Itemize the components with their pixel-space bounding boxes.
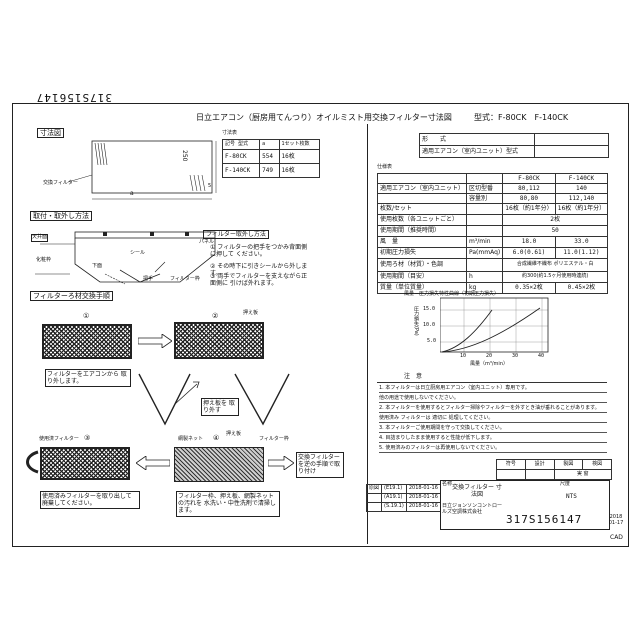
page-title: 日立エアコン（厨房用てんつり）オイルミスト用交換フィルター寸法図 [196,113,452,122]
label-panel: パネル [199,239,215,245]
step2-label: 押え板 [243,310,259,316]
step1-num: ① [83,312,90,320]
step4-text: フィルター枠、押え板、網製ネットの汚れを 水洗い・中性洗剤で清掃します。 [176,491,280,517]
removal-step-3: ③ 両手でフィルターを支えながら正面側に 引けば外れます。 [210,273,308,288]
removal-step-2: ② その時下に引きシールから外します。 [210,263,308,278]
step4-num: ④ [213,434,220,442]
graph-xtick-2: 20 [486,353,493,359]
graph-ytick-2: 10.0 [423,322,436,328]
curve-f140ck [441,307,541,353]
filter-dimension-figure [67,140,217,200]
removal-step-1: ① フィルターの把手をつかみ背面側に押して ください。 [210,244,308,259]
note-2b: 使用済み フィルターは 適切に 処理してください。 [379,415,607,423]
step1-text: フィルターをエアコンから 取り外します。 [45,369,131,388]
label-ceiling: 天井面 [31,234,49,242]
graph-xtick-4: 40 [538,353,545,359]
replace-heading: フィルターろ材交換手順 [30,291,113,302]
zigzag-arrows [138,373,290,426]
label-lower: 下面 [92,263,103,269]
step4-filter [174,447,264,482]
label-tab: 把手 [143,276,154,282]
curve-f80ck [441,309,493,353]
note-1b: 他の用途で使用しないでください。 [379,395,607,403]
step3-num: ③ [84,434,91,442]
company: 日立ジョンソンコントロールズ空調株式会社 [442,503,503,515]
dim-250: 250 [181,150,189,162]
filter-label: 交換フィルター [43,180,78,186]
step4-label-c: フィルター枠 [259,436,289,442]
graph-caption: 風量－圧力損失特性曲線（初期圧力損失） [404,291,500,297]
model-label: 型式：F-80CK F-140CK [474,113,569,122]
note-3: 3. 本フィルターご使用期間を守って交換してください。 [379,425,607,433]
step3-text: 使用済みフィルターを取り出して 廃棄してください。 [40,491,140,510]
note-2: 2. 本フィルターを使用するとフィルター掃除やフィルターを外すとき油が垂れること… [379,405,607,413]
cad-label: CAD [610,534,623,541]
graph-plot [440,297,549,353]
step3-filter [40,447,130,480]
note-5: 5. 使用済みのフィルターは再使用しないでください。 [379,445,607,453]
drawing-number-rotated: 317S156147 [35,91,112,104]
graph-xtick-1: 10 [460,353,467,359]
title-block-approvals: 符号設計製図検図 実 窗 [496,459,612,480]
drawing-frame [12,103,629,547]
removal-subheading: フィルター取外し方法 [203,230,269,240]
arrow-1-to-2 [138,334,172,348]
graph-xtick-3: 30 [512,353,519,359]
graph-ytick-1: 15.0 [423,306,436,312]
curved-arrow [26,450,39,474]
note-4: 4. 目詰まりしたまま使用すると性能が低下します。 [379,435,607,443]
drawing-number: 317S156147 [506,513,583,526]
arrow-to-side [268,456,294,470]
install-figure [35,231,216,285]
notes-heading: 注 意 [404,373,423,380]
dim-5: 5 [208,183,212,189]
dim-table-caption: 寸法表 [222,130,238,136]
graph-ytick-3: 5.0 [427,338,437,344]
name-label: 名称 [442,481,453,487]
install-heading: 取付・取外し方法 [30,211,92,222]
scale-value: NTS [566,493,577,500]
step4-label-b: 押え板 [226,431,242,437]
dim-a: a [130,190,134,197]
arrow-4-to-3 [136,456,170,470]
dim-heading: 寸法図 [37,128,64,139]
label-filter: フィルター枠 [170,276,200,282]
step1-filter [42,324,132,359]
specs-caption: 仕様表 [377,164,393,170]
spec-header-table: 形 式 適用エアコン（室内ユニット）型式 [419,133,609,158]
graph-xlabel: 風量（m³/min） [470,361,508,367]
label-filter-frame: 化粧枠 [36,257,52,263]
center-divider [367,124,368,544]
title-block [440,480,610,530]
step4-label-a: 網製ネット [178,436,204,442]
revision-table: 原図(E19.1)2018-01-16 (A19.1)2018-01-16 (S… [365,484,441,512]
step2-filter [174,322,264,359]
date-stamp: 2018 01-17 [608,514,624,526]
note-1: 1. 本フィルターは日立厨房用エアコン（室内ユニット）専用です。 [379,385,607,393]
step2-num: ② [212,312,219,320]
side-text: 交換フィルターを逆の手順で取り付け [296,452,344,478]
name-value: 交換フィルター 寸法図 [452,484,502,499]
notes-box [377,382,607,453]
step2-text: 押え板を 取り外す [201,398,239,417]
graph-ylabel: 圧力損失(Pa) [413,306,419,336]
scale-label: 尺度 [560,481,571,487]
step3-label: 使用済フィルター [39,436,79,442]
label-seal: シール [130,250,146,256]
